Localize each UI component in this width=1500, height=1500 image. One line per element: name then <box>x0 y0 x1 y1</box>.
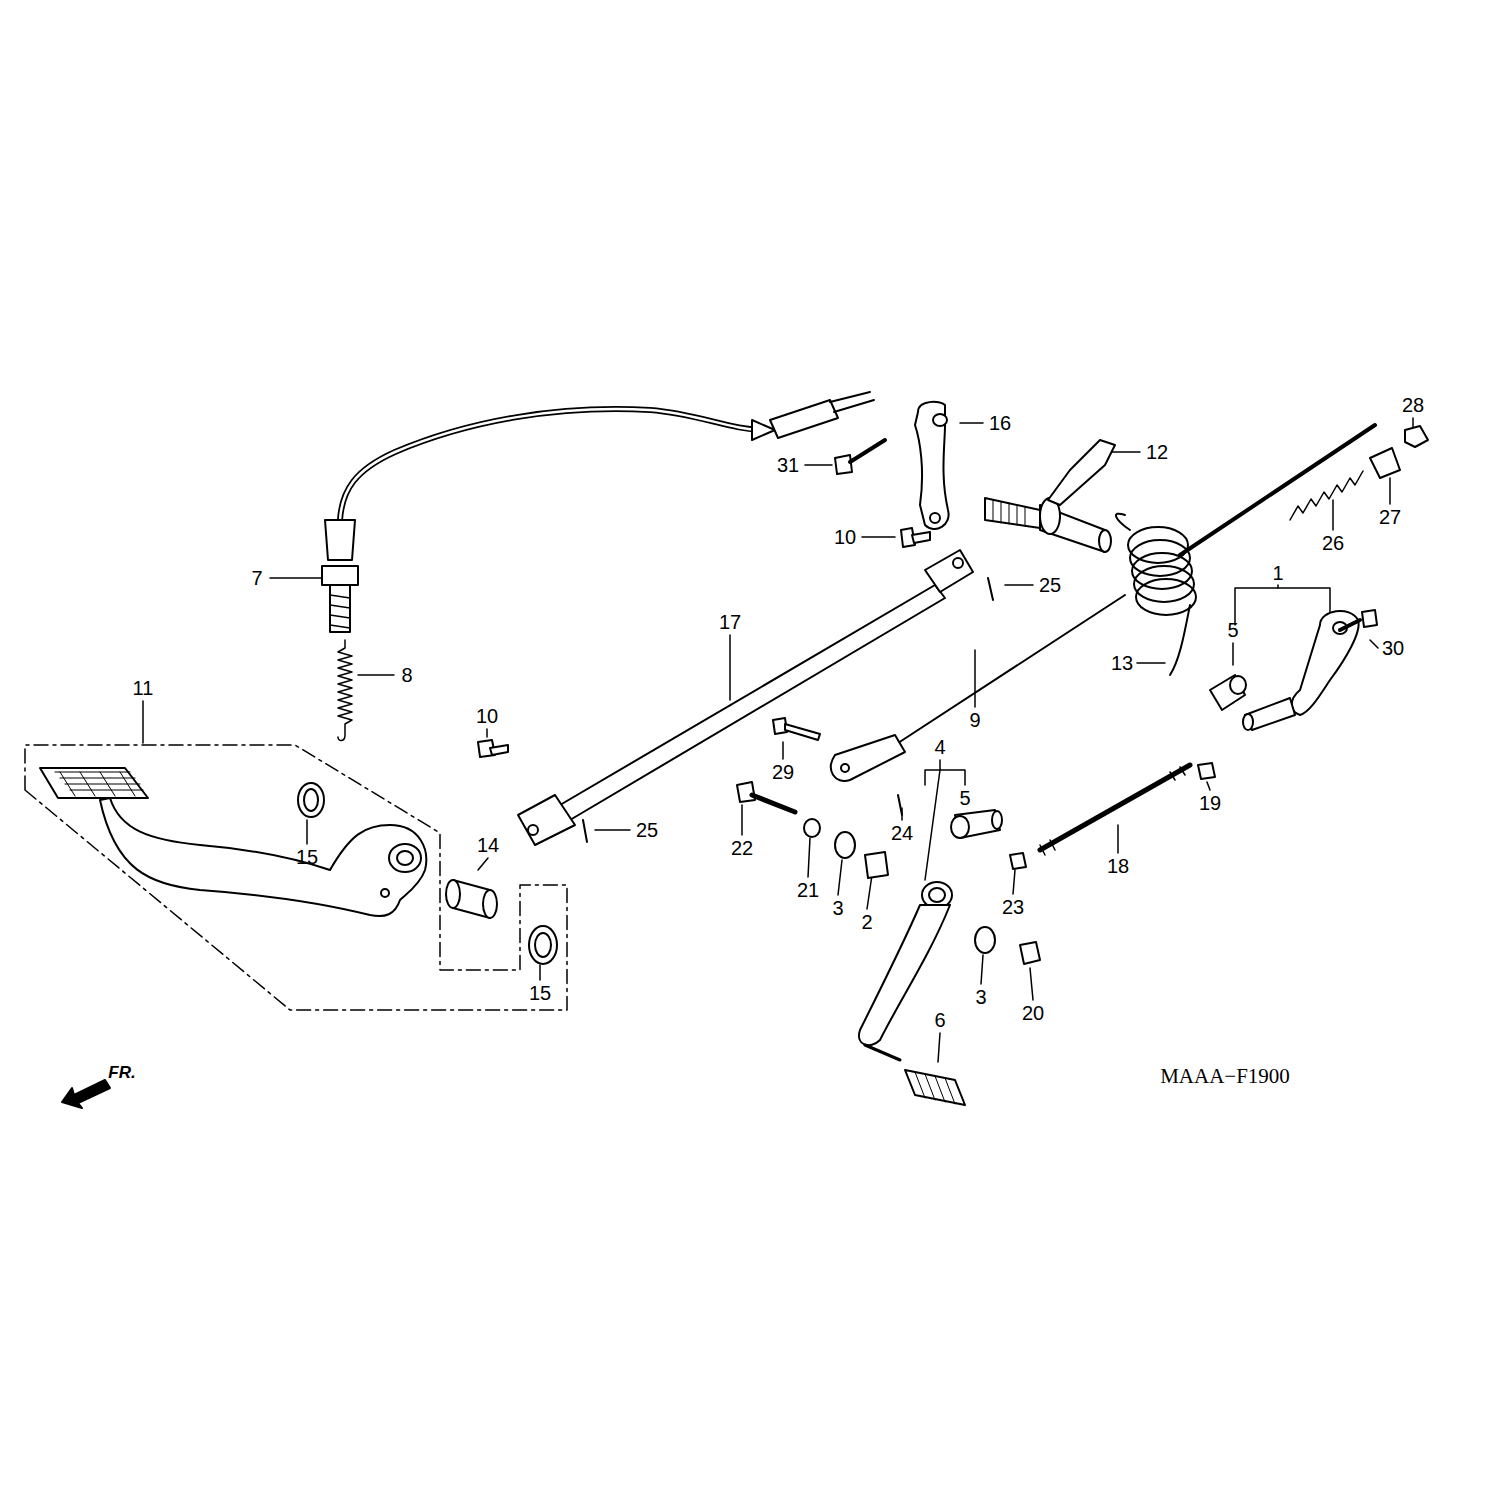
callout-number: 5 <box>959 788 970 808</box>
callout-number: 9 <box>969 710 980 730</box>
callout-number: 26 <box>1322 533 1344 553</box>
callout-number: 20 <box>1022 1003 1044 1023</box>
callout-number: 21 <box>797 880 819 900</box>
callout-number: 6 <box>934 1010 945 1030</box>
callout-number: 10 <box>834 527 856 547</box>
callout-number: 27 <box>1379 507 1401 527</box>
callout-number: 1 <box>1272 563 1283 583</box>
callout-number: 31 <box>777 455 799 475</box>
callout-number: 15 <box>529 983 551 1003</box>
callout-number: 7 <box>251 568 262 588</box>
callout-number: 16 <box>989 413 1011 433</box>
callout-number: 23 <box>1002 897 1024 917</box>
callout-number: 17 <box>719 612 741 632</box>
callout-number: 11 <box>133 678 154 698</box>
callout-number: 3 <box>832 898 843 918</box>
callout-number: 22 <box>731 838 753 858</box>
callout-number: 25 <box>1039 575 1061 595</box>
callout-number: 24 <box>891 823 913 843</box>
callout-number: 15 <box>296 847 318 867</box>
callout-number: 25 <box>636 820 658 840</box>
callout-number: 29 <box>772 762 794 782</box>
callout-number: 28 <box>1402 395 1424 415</box>
callout-number: 3 <box>975 987 986 1007</box>
callout-number: 5 <box>1227 620 1238 640</box>
callout-number: 19 <box>1199 793 1221 813</box>
callout-number: 8 <box>401 665 412 685</box>
callout-number: 2 <box>861 912 872 932</box>
callout-number: 30 <box>1382 638 1404 658</box>
diagram-code: MAAA−F1900 <box>1160 1066 1290 1087</box>
callout-number: 14 <box>477 835 499 855</box>
callout-number: 12 <box>1146 442 1168 462</box>
callout-number: 4 <box>934 737 945 757</box>
callout-number: 18 <box>1107 856 1129 876</box>
callout-number: 10 <box>476 706 498 726</box>
front-indicator: FR. <box>108 1064 135 1081</box>
callout-number: 13 <box>1111 653 1133 673</box>
